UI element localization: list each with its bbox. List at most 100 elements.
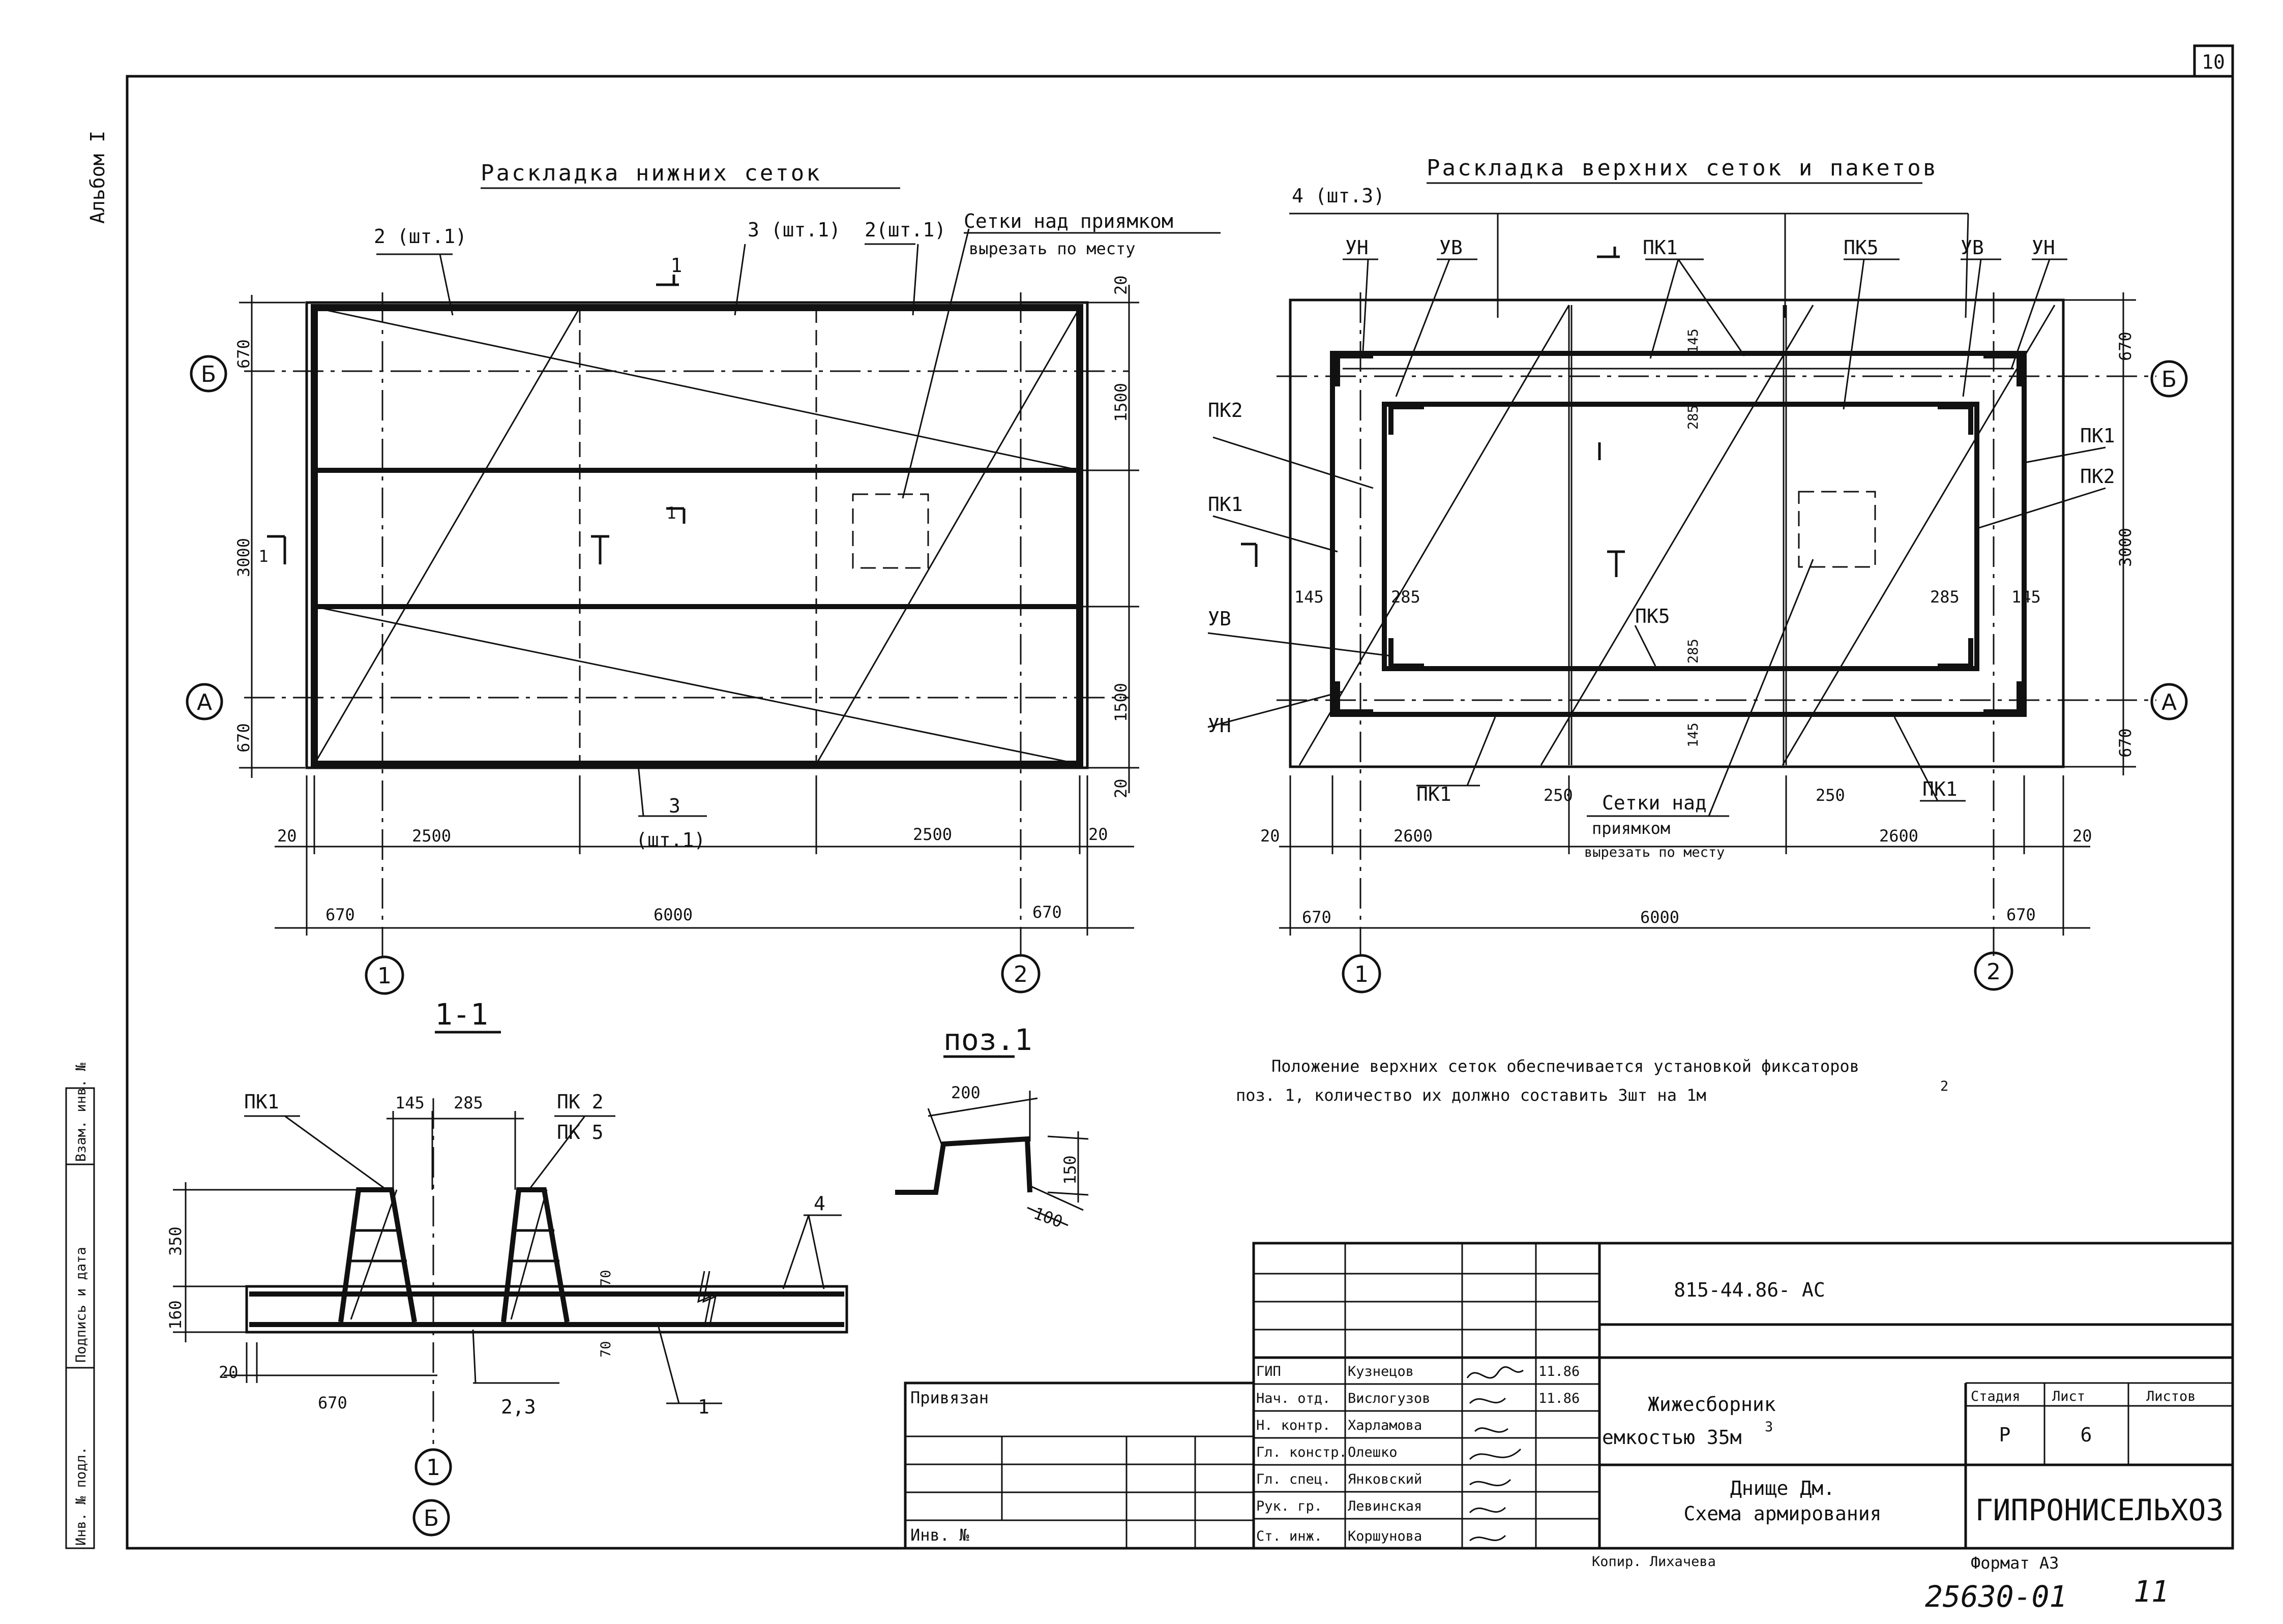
bottom-mesh2-label-b: 2(шт.1) bbox=[865, 219, 946, 241]
side-stamp-replace: Взам. инв. № bbox=[73, 1062, 89, 1162]
role-n-control: Н. контр. bbox=[1256, 1418, 1330, 1433]
top-mesh-plan bbox=[1207, 213, 2156, 956]
section-dim-670: 670 bbox=[318, 1393, 347, 1412]
top-pk2-label-left: ПК2 bbox=[1208, 399, 1243, 422]
top-pk1-label-right: ПК1 bbox=[2080, 425, 2115, 447]
section-axis-1: 1 bbox=[426, 1455, 440, 1481]
top-un-label-tr: УН bbox=[2032, 236, 2055, 259]
top-axis-1: 1 bbox=[1354, 961, 1369, 987]
title-block-bound-label: Привязан bbox=[910, 1388, 989, 1407]
bottom-pit-note-2: вырезать по месту bbox=[969, 239, 1136, 258]
top-mesh-title: Раскладка верхних сеток и пакетов bbox=[1427, 155, 1938, 181]
top-dim-145-left: 145 bbox=[1294, 587, 1324, 607]
bottom-dim-2500-b: 2500 bbox=[913, 825, 952, 844]
top-pit-note-2: приямком bbox=[1592, 819, 1670, 838]
note-line-2: поз. 1, количество их должно составить 3… bbox=[1236, 1086, 1706, 1105]
top-pit-note-1: Сетки над bbox=[1602, 792, 1707, 814]
top-dim-250-b: 250 bbox=[1816, 786, 1845, 805]
section-mark-4: 4 bbox=[814, 1192, 825, 1215]
name-5: Янковский bbox=[1348, 1471, 1422, 1487]
bottom-dim-1500-a: 1500 bbox=[1111, 383, 1131, 422]
bottom-axis-2: 2 bbox=[1014, 961, 1028, 987]
note-superscript: 2 bbox=[1940, 1078, 1948, 1094]
drawing-line-2: Схема армирования bbox=[1684, 1502, 1882, 1525]
role-chief-spec: Гл. спец. bbox=[1256, 1471, 1330, 1487]
bottom-dim-20-top: 20 bbox=[1111, 275, 1131, 295]
pos1-dim-100: 100 bbox=[1031, 1204, 1065, 1231]
copied-by: Копир. Лихачева bbox=[1592, 1554, 1716, 1570]
role-chief-constr: Гл. констр. bbox=[1256, 1445, 1347, 1460]
name-4: Олешко bbox=[1348, 1445, 1398, 1460]
bottom-dim-670-bottom: 670 bbox=[234, 723, 253, 753]
object-superscript: 3 bbox=[1765, 1419, 1773, 1435]
top-dim-670-top: 670 bbox=[2116, 332, 2135, 361]
bottom-axis-a: А bbox=[197, 689, 212, 715]
sheet-value: 6 bbox=[2081, 1424, 2092, 1446]
top-axis-2: 2 bbox=[1986, 959, 2001, 985]
top-pk1-label-left: ПК1 bbox=[1208, 493, 1243, 516]
bottom-dim-20-bottom: 20 bbox=[1111, 778, 1131, 798]
bottom-cut-mark-mid: 1 bbox=[666, 503, 676, 523]
section-dim-20: 20 bbox=[219, 1363, 239, 1382]
top-pk1-label-top: ПК1 bbox=[1643, 236, 1678, 259]
section-pk2-label: ПК 2 bbox=[557, 1091, 604, 1113]
note-line-1: Положение верхних сеток обеспечивается у… bbox=[1271, 1057, 1859, 1076]
top-axis-a: А bbox=[2161, 689, 2177, 715]
name-2: Вислогузов bbox=[1348, 1391, 1431, 1406]
bottom-dim-20-left: 20 bbox=[277, 826, 297, 846]
archive-sheet: 11 bbox=[2133, 1574, 2169, 1609]
role-group-lead: Рук. гр. bbox=[1256, 1498, 1322, 1514]
bottom-cut-mark-top: 1 bbox=[671, 254, 683, 277]
sheet-number: 10 bbox=[2202, 51, 2225, 73]
bottom-mesh3-count-bottom: (шт.1) bbox=[636, 829, 705, 851]
stage-value: Р bbox=[1999, 1424, 2011, 1446]
top-dim-285-right: 285 bbox=[1930, 587, 1960, 607]
top-dim-145-bottom: 145 bbox=[1685, 723, 1701, 747]
name-3: Харламова bbox=[1348, 1418, 1422, 1433]
top-pk5-label-mid: ПК5 bbox=[1635, 605, 1670, 627]
title-block-code: 815-44.86- АС bbox=[1674, 1279, 1825, 1301]
top-un-label-bl: УН bbox=[1208, 714, 1231, 737]
sheets-label: Листов bbox=[2146, 1389, 2196, 1404]
top-un-label-tl: УН bbox=[1345, 236, 1369, 259]
bottom-axis-1: 1 bbox=[377, 963, 392, 989]
object-line-2: емкостью 35м bbox=[1602, 1426, 1742, 1449]
bottom-dim-2500-a: 2500 bbox=[412, 826, 451, 846]
section-mark-2-3: 2,3 bbox=[501, 1396, 536, 1418]
bottom-cut-mark-left: 1 bbox=[258, 547, 268, 566]
bottom-mesh-plan bbox=[239, 228, 1139, 956]
name-6: Левинская bbox=[1348, 1498, 1422, 1514]
top-dim-670-bottom: 670 bbox=[2116, 728, 2135, 758]
bottom-mesh3-label: 3 (шт.1) bbox=[748, 219, 841, 241]
drawing-line-1: Днище Дм. bbox=[1730, 1477, 1835, 1499]
section-axis-b: Б bbox=[424, 1506, 439, 1531]
top-pk1-label-br: ПК1 bbox=[1922, 778, 1958, 800]
section-dim-70-b: 70 bbox=[598, 1341, 614, 1358]
section-pk5-label: ПК 5 bbox=[557, 1121, 604, 1144]
bottom-dim-1500-b: 1500 bbox=[1111, 683, 1131, 722]
top-dim-285-left: 285 bbox=[1391, 587, 1420, 607]
section-title: 1-1 bbox=[435, 997, 488, 1032]
title-block-grid bbox=[904, 1242, 2234, 1550]
top-dim-285-bottom: 285 bbox=[1685, 639, 1701, 664]
format-label: Формат А3 bbox=[1971, 1553, 2059, 1573]
section-pk1-label: ПК1 bbox=[244, 1091, 279, 1113]
title-block-inv-label: Инв. № bbox=[910, 1525, 969, 1545]
top-dim-20-right: 20 bbox=[2072, 826, 2092, 846]
section-dim-160: 160 bbox=[166, 1300, 185, 1330]
section-dim-285: 285 bbox=[454, 1093, 483, 1112]
top-mesh4-label: 4 (шт.3) bbox=[1292, 185, 1385, 207]
top-dim-285-top: 285 bbox=[1685, 405, 1701, 430]
section-dim-70-a: 70 bbox=[598, 1270, 614, 1286]
top-dim-145-top: 145 bbox=[1685, 328, 1701, 353]
top-pit-note-3: вырезать по месту bbox=[1584, 845, 1725, 860]
top-axis-b: Б bbox=[2161, 367, 2177, 393]
section-dim-145: 145 bbox=[395, 1093, 425, 1112]
pos1-fixator bbox=[895, 1091, 1089, 1226]
top-dim-6000: 6000 bbox=[1640, 908, 1679, 927]
bottom-dim-670-left: 670 bbox=[325, 905, 355, 924]
pos1-dim-200: 200 bbox=[951, 1083, 981, 1102]
top-uv-label-tl: УВ bbox=[1439, 236, 1463, 259]
